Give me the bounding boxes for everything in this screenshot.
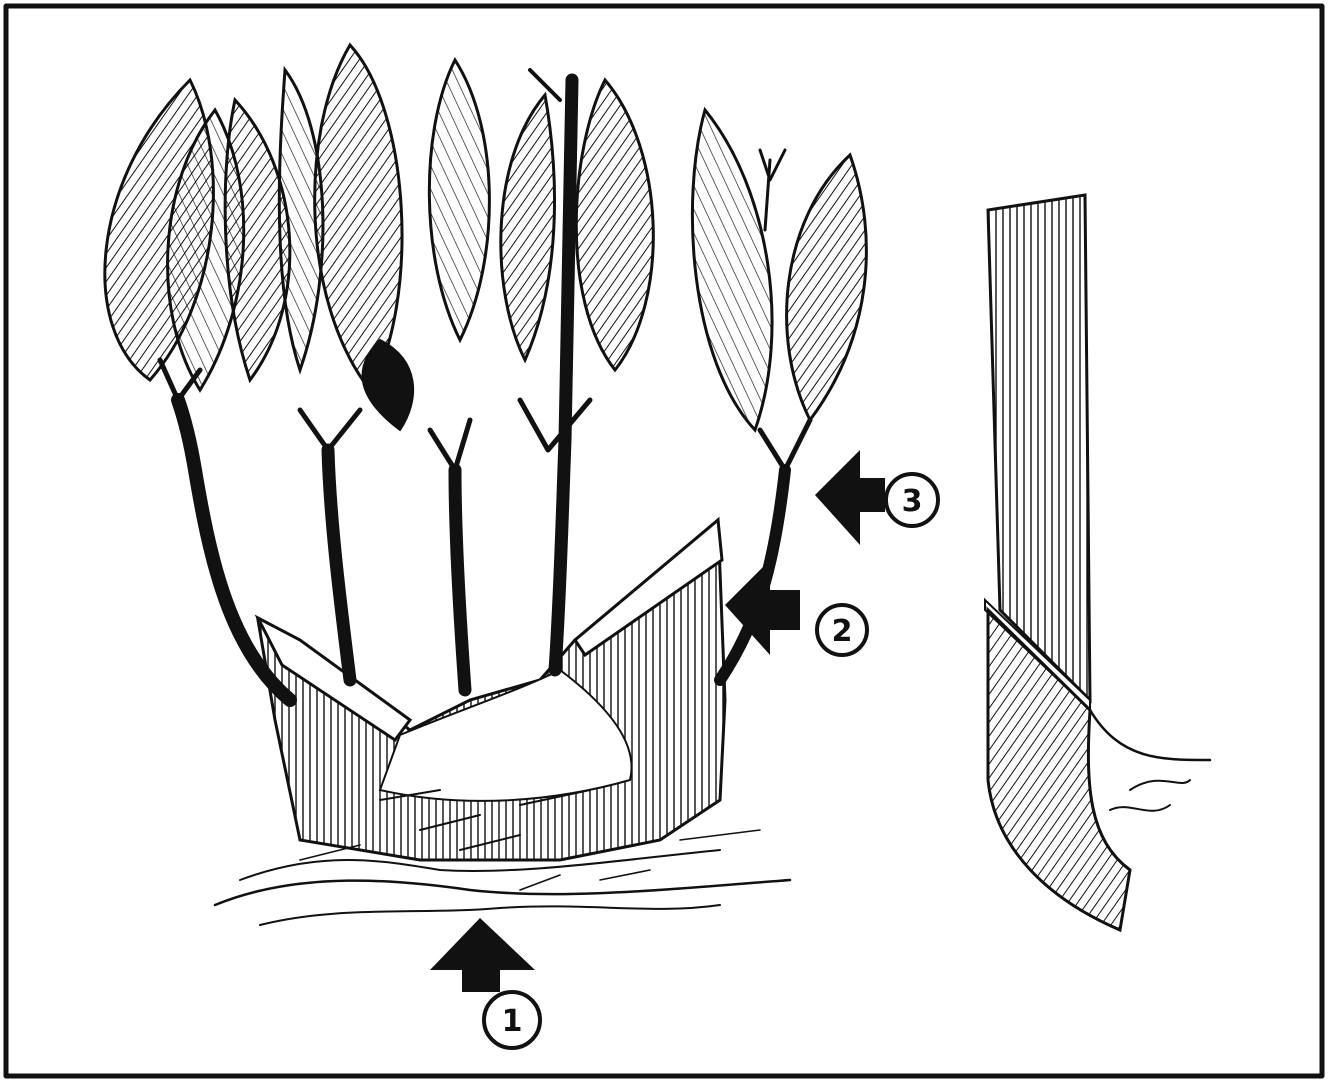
cut-stem-detail [985, 195, 1210, 930]
stump [258, 520, 725, 860]
callout-1-label: 1 [502, 1004, 523, 1039]
leaves [105, 45, 867, 430]
arrow-1 [430, 918, 535, 992]
callout-3: 3 [886, 474, 938, 526]
callout-3-label: 3 [902, 484, 923, 519]
callout-1: 1 [484, 992, 540, 1048]
callout-2-label: 2 [832, 614, 853, 649]
callout-2: 2 [817, 605, 867, 655]
arrow-3 [815, 450, 885, 545]
